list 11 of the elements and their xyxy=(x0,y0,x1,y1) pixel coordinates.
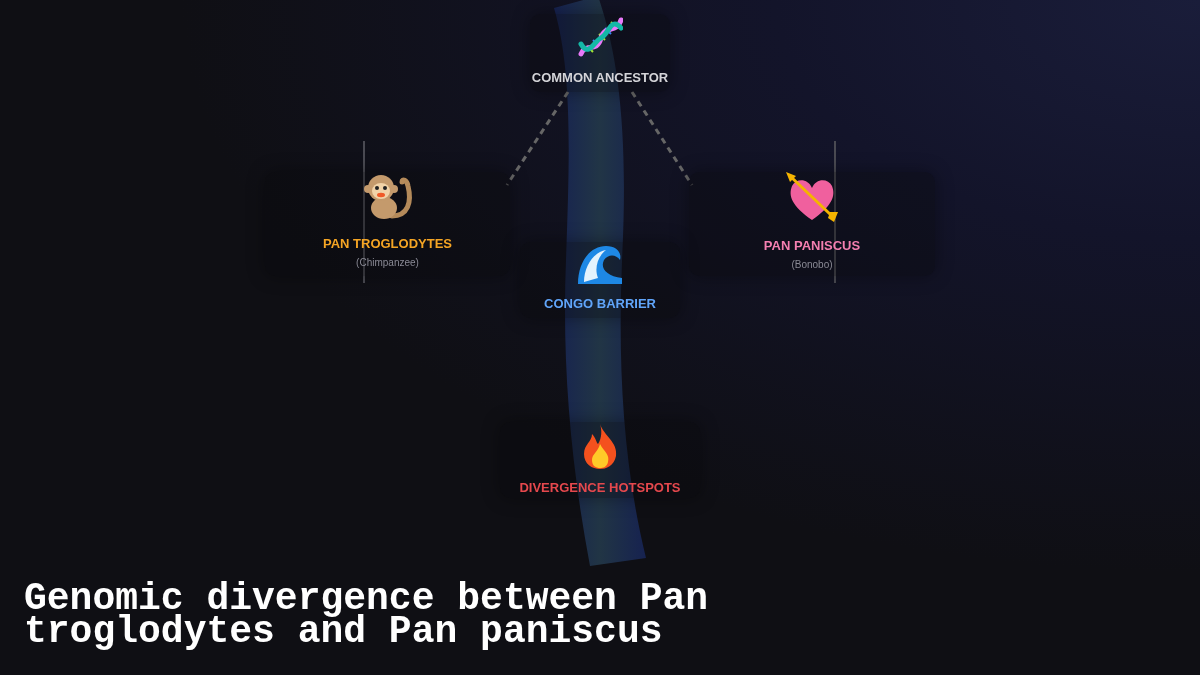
dashed-connector xyxy=(630,91,694,186)
node-label: PAN PANISCUS xyxy=(763,238,861,253)
title: Genomic divergence between Pan troglodytes and Pan paniscus xyxy=(24,582,710,648)
node-card xyxy=(530,14,670,92)
node-sublabel: (Bonobo) xyxy=(791,259,833,270)
node-label: COMMON ANCESTOR xyxy=(531,70,669,85)
dashed-connector xyxy=(505,91,570,186)
node-label: CONGO BARRIER xyxy=(544,296,656,311)
node-sublabel: (Chimpanzee) xyxy=(356,257,419,268)
node-label: DIVERGENCE HOTSPOTS xyxy=(519,480,681,495)
node-label: PAN TROGLODYTES xyxy=(322,236,452,251)
